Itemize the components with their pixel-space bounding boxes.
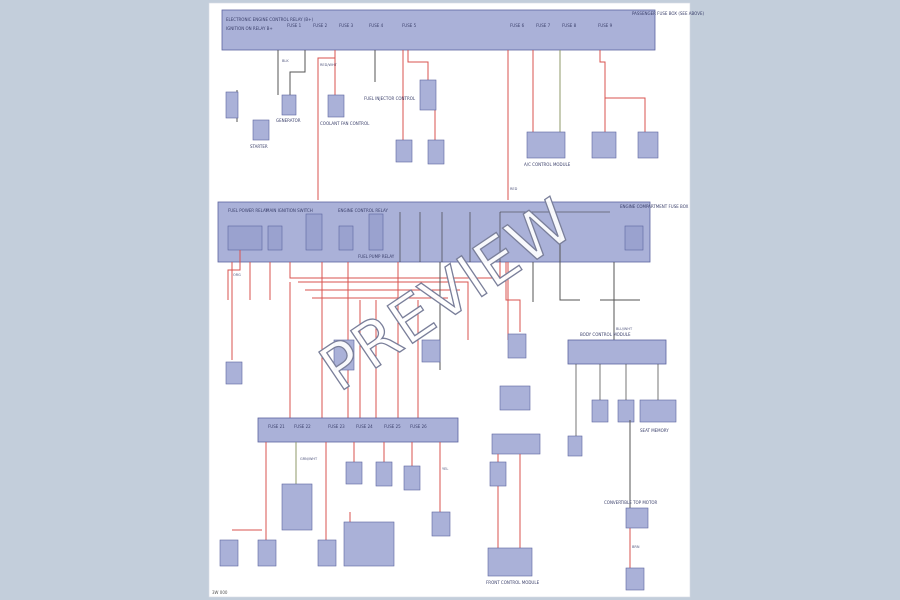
headlamp-relay [624,225,644,251]
generator-block [281,94,297,116]
lower-fuse-box: FUSE 21 FUSE 22 FUSE 23 FUSE 24 FUSE 25 … [257,417,541,455]
top-wires [236,50,646,200]
ignition-coil-block [395,139,413,163]
component-label: FUEL INJECTOR CONTROL [364,96,416,101]
page-number: 3W 000 [212,590,228,595]
component-label: GENERATOR [276,118,301,123]
fuse-label: FUSE 9 [598,23,613,28]
ignition-switch-relay [267,225,283,251]
injector-block [419,79,437,111]
mid-fuse-box: FUEL POWER RELAY MAIN IGNITION SWITCH EN… [217,201,689,263]
top-fuse-box: ELECTRONIC ENGINE CONTROL RELAY (B+) IGN… [221,9,704,51]
mid-relay-label: ENGINE CONTROL RELAY [338,208,388,213]
wire-code: GRN/WHT [300,457,318,461]
top-components: STARTER GENERATOR COOLANT FAN CONTROL FU… [225,79,659,167]
lower-wires [232,420,631,568]
fuse-label: FUSE 4 [369,23,384,28]
wire-code: RED [510,187,518,191]
lower-fuse-label: FUSE 25 [384,424,401,429]
crank-sensor-block [427,139,445,165]
fuse-label: FUSE 6 [510,23,525,28]
mid-relay-label: FUEL PUMP RELAY [358,254,395,259]
component-label: COOLANT FAN CONTROL [320,121,370,126]
cluster-block [637,131,659,159]
ac-module-block [526,131,566,159]
lower-fuse-label: FUSE 26 [410,424,427,429]
mid-box-side-label: ENGINE COMPARTMENT FUSE BOX [620,204,689,209]
fuse-label: FUSE 7 [536,23,551,28]
component-label: STARTER [250,144,268,149]
component-label: CONVERTIBLE TOP MOTOR [604,500,658,505]
fuse-label: FUSE 8 [562,23,577,28]
component-label: FRONT CONTROL MODULE [486,580,540,585]
battery-block [225,91,239,119]
top-box-side-label: PASSENGER FUSE BOX (SEE ABOVE) [632,11,704,16]
bcm-label: BODY CONTROL MODULE [580,332,631,337]
wire-code: BLU/WHT [616,327,633,331]
wire-code: ORG [233,273,241,277]
aux-relay [368,213,384,251]
component-label: A/C CONTROL MODULE [524,162,571,167]
engine-relay [305,213,323,251]
lower-fuse-label: FUSE 22 [294,424,311,429]
fuse-label: FUSE 5 [402,23,417,28]
fuse-label: FUSE 3 [339,23,354,28]
lower-fuse-label: FUSE 24 [356,424,373,429]
body-control-module [567,339,667,365]
mid-relay-label: FUEL POWER RELAY [228,208,268,213]
fuse-label: FUSE 2 [313,23,328,28]
top-fuse-labels: FUSE 1 FUSE 2 FUSE 3 FUSE 4 FUSE 5 FUSE … [287,23,613,28]
coolant-fan-block [327,94,345,118]
mid-relay-label: MAIN IGNITION SWITCH [266,208,313,213]
component-label: SEAT MEMORY [640,428,669,433]
wire-codes: BLK RED/WHT RED ORG GRN/WHT YEL BLU/WHT … [233,59,640,549]
starter-block [252,119,270,141]
mid-components: BODY CONTROL MODULE SEAT MEMORY [225,332,677,457]
top-box-header-1: ELECTRONIC ENGINE CONTROL RELAY (B+) [226,17,314,22]
wire-code: BLK [282,59,289,63]
wire-code: BRN [632,545,640,549]
lower-fuse-label: FUSE 21 [268,424,285,429]
fuel-power-relay [227,225,263,251]
tcm-block [591,131,617,159]
fuse-label: FUSE 1 [287,23,302,28]
top-box-header-2: IGNITION ON RELAY B+ [226,26,273,31]
bottom-components: FRONT CONTROL MODULE CONVERTIBLE TOP MOT… [219,461,658,591]
fuel-pump-relay [338,225,354,251]
wire-code: YEL [442,467,448,471]
wire-code: RED/WHT [320,63,338,67]
lower-fuse-label: FUSE 23 [328,424,345,429]
